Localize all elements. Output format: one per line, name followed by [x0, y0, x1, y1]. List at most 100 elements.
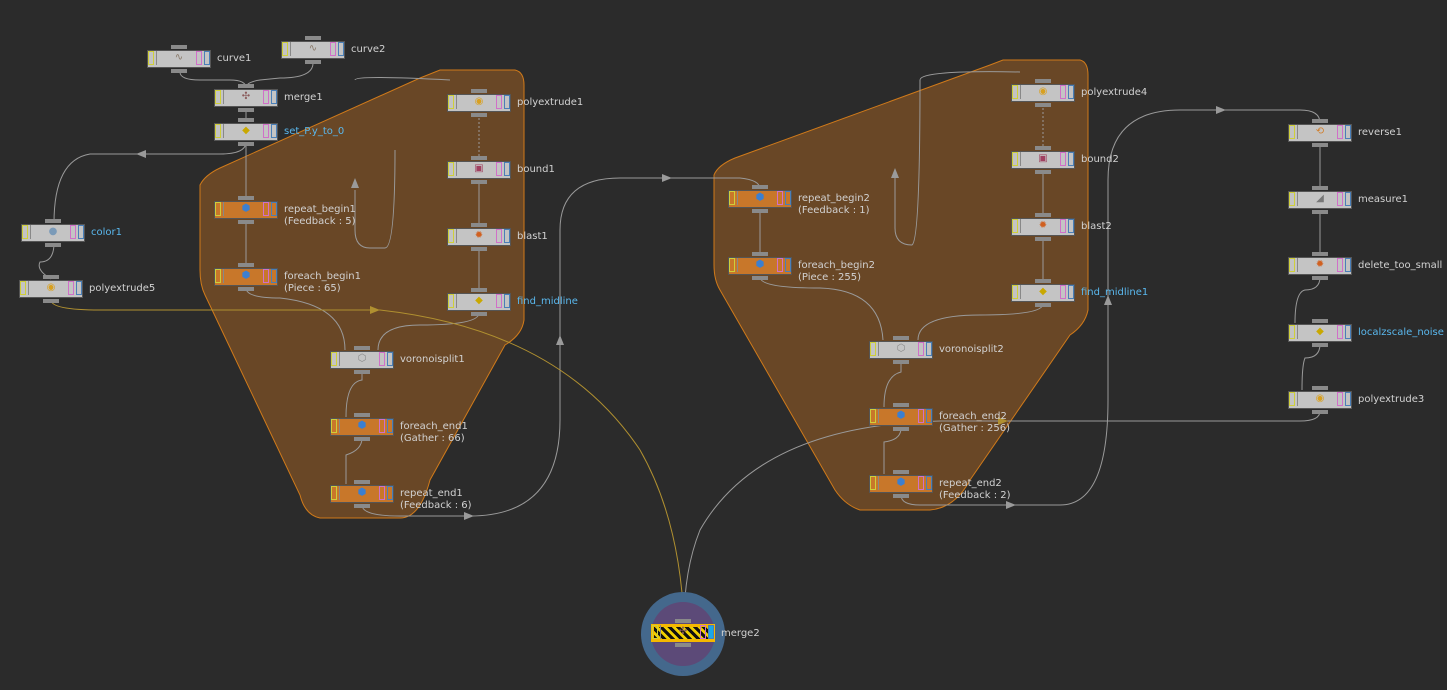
- output-connector[interactable]: [354, 504, 370, 508]
- input-connector[interactable]: [1312, 319, 1328, 323]
- node-label[interactable]: foreach_begin1(Piece : 65): [284, 271, 361, 295]
- bypass-flag[interactable]: [1012, 85, 1018, 99]
- lock-flag[interactable]: [30, 225, 31, 239]
- bypass-flag[interactable]: [1289, 258, 1295, 272]
- display-flag[interactable]: [504, 294, 510, 308]
- node-label[interactable]: blast2: [1081, 221, 1112, 233]
- output-connector[interactable]: [893, 360, 909, 364]
- node-foreach-end1[interactable]: ⬢ foreach_end1(Gather : 66): [330, 413, 468, 444]
- bypass-flag[interactable]: [148, 51, 154, 65]
- lock-flag[interactable]: [456, 294, 457, 308]
- output-connector[interactable]: [675, 643, 691, 647]
- display-flag[interactable]: [785, 258, 791, 272]
- input-connector[interactable]: [893, 336, 909, 340]
- bypass-flag[interactable]: [22, 225, 28, 239]
- node-label[interactable]: foreach_begin2(Piece : 255): [798, 260, 875, 284]
- input-connector[interactable]: [1035, 213, 1051, 217]
- input-connector[interactable]: [471, 89, 487, 93]
- output-connector[interactable]: [752, 209, 768, 213]
- display-flag[interactable]: [271, 124, 277, 138]
- bypass-flag[interactable]: [331, 419, 337, 433]
- node-curve2[interactable]: ∿ curve2: [281, 36, 385, 64]
- node-body[interactable]: [447, 228, 511, 246]
- template-flag[interactable]: [1337, 258, 1343, 272]
- node-label[interactable]: set_P.y_to_0: [284, 126, 344, 138]
- node-body[interactable]: [728, 190, 792, 208]
- display-flag[interactable]: [338, 42, 344, 56]
- template-flag[interactable]: [1060, 285, 1066, 299]
- output-connector[interactable]: [238, 142, 254, 146]
- template-flag[interactable]: [263, 90, 269, 104]
- node-foreach-end2[interactable]: ⬢ foreach_end2(Gather : 256): [869, 403, 1010, 434]
- display-flag[interactable]: [504, 95, 510, 109]
- template-flag[interactable]: [918, 476, 924, 490]
- bypass-flag[interactable]: [1289, 125, 1295, 139]
- node-body[interactable]: [214, 89, 278, 107]
- bypass-flag[interactable]: [448, 162, 454, 176]
- node-voronoisplit2[interactable]: ⬡ voronoisplit2: [869, 336, 1004, 364]
- node-polyextrude3[interactable]: ◉ polyextrude3: [1288, 386, 1424, 414]
- node-bound2[interactable]: ▣ bound2: [1011, 146, 1119, 174]
- node-bound1[interactable]: ▣ bound1: [447, 156, 555, 184]
- output-connector[interactable]: [1035, 303, 1051, 307]
- node-repeat-end1[interactable]: ⬢ repeat_end1(Feedback : 6): [330, 480, 472, 511]
- bypass-flag[interactable]: [1012, 219, 1018, 233]
- node-body[interactable]: [447, 293, 511, 311]
- node-body[interactable]: [1288, 124, 1352, 142]
- input-connector[interactable]: [354, 480, 370, 484]
- lock-flag[interactable]: [737, 258, 738, 272]
- display-flag[interactable]: [76, 281, 82, 295]
- bypass-flag[interactable]: [652, 625, 658, 639]
- node-label[interactable]: polyextrude5: [89, 283, 155, 295]
- input-connector[interactable]: [45, 219, 61, 223]
- template-flag[interactable]: [496, 162, 502, 176]
- node-label[interactable]: delete_too_small: [1358, 260, 1442, 272]
- input-connector[interactable]: [675, 619, 691, 623]
- template-flag[interactable]: [918, 409, 924, 423]
- input-connector[interactable]: [238, 196, 254, 200]
- bypass-flag[interactable]: [1012, 285, 1018, 299]
- lock-flag[interactable]: [660, 625, 661, 639]
- template-flag[interactable]: [496, 95, 502, 109]
- input-connector[interactable]: [471, 288, 487, 292]
- template-flag[interactable]: [263, 124, 269, 138]
- display-flag[interactable]: [926, 476, 932, 490]
- node-body[interactable]: [147, 50, 211, 68]
- node-body[interactable]: [330, 485, 394, 503]
- output-connector[interactable]: [1312, 343, 1328, 347]
- node-foreach-begin2[interactable]: ⬢ foreach_begin2(Piece : 255): [728, 252, 875, 283]
- output-connector[interactable]: [238, 220, 254, 224]
- node-blast2[interactable]: ✹ blast2: [1011, 213, 1112, 241]
- node-body[interactable]: [728, 257, 792, 275]
- lock-flag[interactable]: [290, 42, 291, 56]
- node-body[interactable]: [1288, 391, 1352, 409]
- bypass-flag[interactable]: [870, 476, 876, 490]
- display-flag[interactable]: [271, 202, 277, 216]
- node-body[interactable]: [447, 94, 511, 112]
- output-connector[interactable]: [752, 276, 768, 280]
- input-connector[interactable]: [752, 185, 768, 189]
- lock-flag[interactable]: [1297, 192, 1298, 206]
- input-connector[interactable]: [238, 84, 254, 88]
- node-body[interactable]: [214, 268, 278, 286]
- output-connector[interactable]: [1312, 143, 1328, 147]
- node-repeat-begin1[interactable]: ⬢ repeat_begin1(Feedback : 5): [214, 196, 356, 227]
- display-flag[interactable]: [387, 419, 393, 433]
- lock-flag[interactable]: [223, 124, 224, 138]
- input-connector[interactable]: [171, 45, 187, 49]
- display-flag[interactable]: [1345, 192, 1351, 206]
- node-body[interactable]: [19, 280, 83, 298]
- lock-flag[interactable]: [156, 51, 157, 65]
- display-flag[interactable]: [708, 625, 714, 639]
- input-connector[interactable]: [354, 346, 370, 350]
- node-label[interactable]: color1: [91, 227, 122, 239]
- node-body[interactable]: [21, 224, 85, 242]
- lock-flag[interactable]: [1020, 219, 1021, 233]
- display-flag[interactable]: [1068, 152, 1074, 166]
- input-connector[interactable]: [1312, 252, 1328, 256]
- bypass-flag[interactable]: [331, 352, 337, 366]
- input-connector[interactable]: [893, 403, 909, 407]
- display-flag[interactable]: [387, 486, 393, 500]
- template-flag[interactable]: [1337, 125, 1343, 139]
- input-connector[interactable]: [238, 118, 254, 122]
